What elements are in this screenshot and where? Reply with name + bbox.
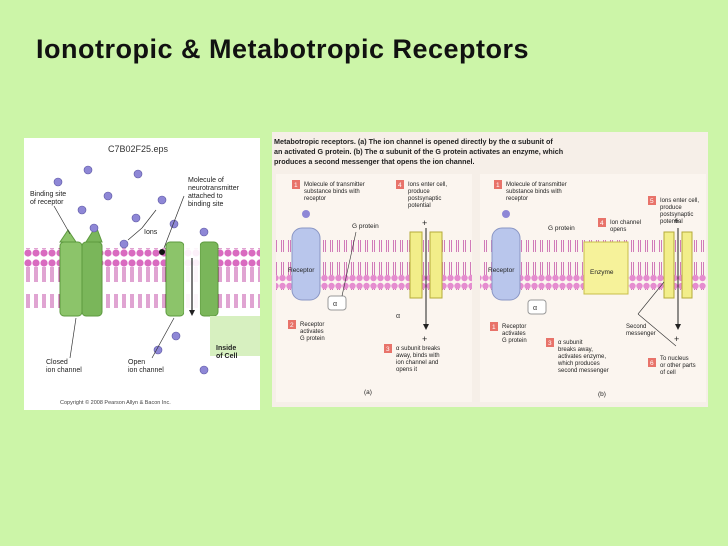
neurotransmitter-molecules [53,165,209,375]
svg-text:+: + [674,216,679,226]
molecule-label: Molecule of [188,177,224,184]
panel-a: Receptor α G protein + + α 1 Molecule of… [276,174,472,402]
molecule-label-2: neurotransmitter [188,185,240,192]
closed-ion-channel [59,224,103,317]
binding-site-label: Binding site [30,191,66,198]
svg-text:+: + [422,218,427,228]
copyright-text: Copyright © 2008 Pearson Allyn & Bacon I… [60,399,171,406]
svg-text:To nucleus or other part: To nucleus or other parts of cell [660,356,697,376]
svg-text:4: 4 [398,182,402,189]
cell-membrane [24,248,260,308]
svg-text:α subunit breaks away, b: α subunit breaks away, binds with ion ch… [396,346,442,373]
caption-line-3: produces a second messenger that opens t… [274,157,475,166]
second-messenger-label: Second [626,324,646,330]
open-channel-label-2: ion channel [128,367,164,374]
svg-text:Receptor activates: Receptor activates G protein [502,324,528,344]
svg-text:+: + [674,334,679,344]
slide-title: Ionotropic & Metabotropic Receptors [36,34,530,64]
svg-text:Open ion channel: Open ion channel [128,359,164,374]
svg-text:Second messenger: Second messenger [626,324,656,337]
ions-label: Ions [144,229,158,236]
panel-b: Receptor G protein α Enzyme + + 1 Molecu… [480,174,706,402]
caption-line-2: an activated G protein. (b) The α subuni… [274,147,563,156]
panel-a-label: (a) [364,389,372,396]
panel-b-label: (b) [598,391,606,398]
panel-b-gprotein-label: G protein [548,225,575,232]
svg-text:Closed ion channel: Closed ion channel [46,359,82,374]
svg-text:α: α [333,301,337,308]
svg-text:Molecule of transmitter: Molecule of transmitter substance binds … [506,182,568,202]
panel-a-gprotein-label: G protein [352,223,379,230]
panel-b-receptor [491,227,521,301]
svg-text:Molecule of neurotransmitt: Molecule of neurotransmitter attached to… [188,177,241,208]
svg-text:α: α [396,313,400,320]
file-label: C7B02F25.eps [108,144,169,154]
caption-line-1: Metabotropic receptors. (a) The ion chan… [274,137,553,146]
svg-text:5: 5 [650,198,654,205]
svg-text:2: 2 [290,322,294,329]
inside-cell-region [210,316,260,356]
svg-text:3: 3 [386,346,390,353]
svg-text:Receptor activates: Receptor activates G protein [300,322,326,342]
panel-a-receptor-label: Receptor [288,267,315,274]
enzyme-block [583,241,629,295]
molecule-label-3: attached to [188,193,223,200]
panel-b-receptor-label: Receptor [488,267,515,274]
svg-text:Molecule of transmitter: Molecule of transmitter substance binds … [304,182,366,202]
svg-text:1: 1 [496,182,500,189]
closed-channel-label-2: ion channel [46,367,82,374]
ionotropic-figure: C7B02F25.eps Binding site of receptor [24,138,260,410]
svg-text:Metabotropic receptors. (a) Th: Metabotropic receptors. (a) The ion chan… [274,137,565,166]
svg-text:Binding site of receptor: Binding site of receptor [30,191,68,206]
svg-text:Ion channel opens: Ion channel opens [610,220,643,233]
molecule-label-4: binding site [188,201,224,208]
panel-a-receptor [291,227,321,301]
svg-text:1: 1 [492,324,496,331]
svg-text:Ions enter cell, produce: Ions enter cell, produce postsynaptic po… [408,182,449,209]
svg-text:1: 1 [294,182,298,189]
inside-cell-label-2: of Cell [216,353,237,360]
open-channel-label: Open [128,359,145,366]
svg-text:4: 4 [600,220,604,227]
svg-text:Inside of Cell: Inside of Cell [216,345,238,360]
ionotropic-diagram: C7B02F25.eps Binding site of receptor [24,138,260,410]
bound-neurotransmitter [159,249,165,255]
svg-text:6: 6 [650,360,654,367]
metabotropic-figure: Metabotropic receptors. (a) The ion chan… [272,132,708,407]
svg-text:3: 3 [548,340,552,347]
open-ion-channel [165,241,219,317]
svg-text:α subunit breaks away,: α subunit breaks away, activates enzyme,… [557,340,609,374]
metabotropic-diagram: Metabotropic receptors. (a) The ion chan… [272,132,708,407]
svg-text:Ions enter cell, produce: Ions enter cell, produce postsynaptic po… [660,198,701,225]
closed-channel-label: Closed [46,359,68,366]
svg-text:+: + [422,334,427,344]
svg-text:α: α [533,305,537,312]
binding-site-label-2: of receptor [30,199,64,206]
inside-cell-label: Inside [216,345,236,352]
enzyme-label: Enzyme [590,269,614,276]
